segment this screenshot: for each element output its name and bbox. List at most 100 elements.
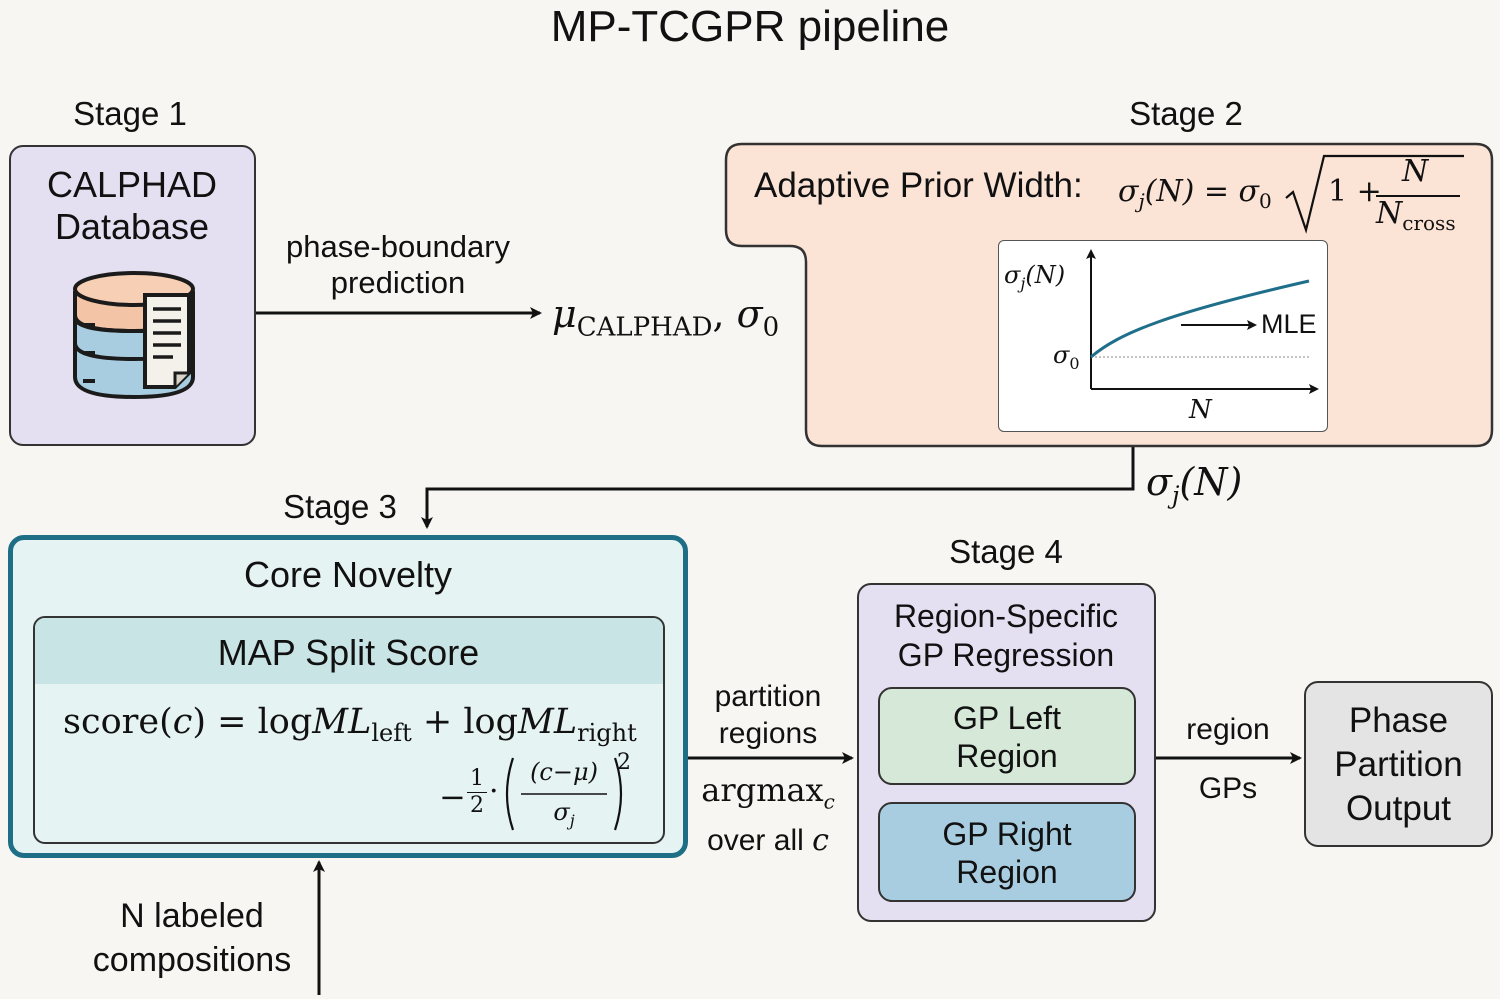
input-line1: N labeled — [120, 897, 264, 935]
stage1-label: Stage 1 — [73, 95, 187, 132]
over-all-c: over all c — [690, 821, 846, 861]
inset-y-label: σj(N) — [1004, 261, 1065, 293]
stage4-heading-line1: Region-Specific — [893, 598, 1119, 634]
edge-label-prediction: prediction — [330, 265, 466, 300]
fml-half: 1 2 — [467, 766, 487, 819]
fml-c: c — [172, 702, 193, 742]
formula-sigma0-sub: 0 — [1259, 189, 1272, 213]
gp-left-line2: Region — [956, 738, 1058, 774]
inset-sigma0-label: σ0 — [1053, 341, 1080, 373]
gp-right-line2: Region — [956, 854, 1058, 890]
fml-half-num: 1 — [470, 766, 484, 791]
stage1-title-line2: Database — [54, 206, 210, 247]
stage3-heading: Core Novelty — [243, 554, 453, 595]
mu-subscript: CALPHAD — [576, 312, 713, 343]
formula-arg: (N) = σ — [1144, 174, 1260, 209]
gp-right-line1: GP Right — [942, 816, 1072, 852]
sqrt-sign — [1285, 154, 1464, 234]
stage4-heading-line2: GP Regression — [897, 637, 1115, 673]
sigma-j-edge-label: σj(N) — [1146, 460, 1242, 510]
fml-score: score( — [63, 702, 173, 742]
fml-ml-left: ML — [312, 702, 372, 742]
inset-sigma0-sub: 0 — [1069, 353, 1080, 373]
mu-symbol: μ — [552, 292, 577, 336]
sigma0-subscript: 0 — [762, 312, 780, 343]
fml-minus: − — [439, 778, 466, 816]
formula-one-plus: 1 + — [1328, 174, 1382, 209]
inset-x-label: N — [1189, 395, 1212, 425]
gp-left-region-box: GP Left Region — [878, 687, 1136, 785]
fml-half-den: 2 — [467, 792, 487, 819]
region-label: region — [1186, 713, 1270, 746]
fml-ml-right-sub: right — [577, 719, 637, 747]
stage1-title-line1: CALPHAD — [46, 164, 218, 205]
stage4-label: Stage 4 — [949, 533, 1063, 570]
formula-den-n: N — [1376, 196, 1403, 231]
inset-sigma0-sigma: σ — [1053, 341, 1070, 369]
argmax-sub: c — [823, 789, 835, 814]
sigma0-symbol: σ — [736, 292, 763, 336]
formula-sigma: σ — [1118, 174, 1139, 209]
input-line2: compositions — [92, 941, 292, 979]
stage4-heading: Region-Specific GP Regression — [859, 597, 1153, 675]
inset-mle-label: MLE — [1261, 309, 1317, 339]
prior-width-inset-plot: σj(N) σ0 N MLE — [998, 240, 1328, 432]
argmax-word: argmax — [701, 771, 824, 809]
map-split-score-box: MAP Split Score score(c) = logMLleft + l… — [33, 616, 665, 844]
argmax-text: argmaxc — [690, 770, 846, 821]
gp-right-region-box: GP Right Region — [878, 802, 1136, 902]
split-score-formula-line1: score(c) = logMLleft + logMLright — [63, 702, 637, 747]
over-all-text: over all — [707, 824, 804, 858]
map-split-score-title: MAP Split Score — [217, 632, 480, 673]
edge23-sub: j — [1171, 481, 1180, 510]
over-all-var: c — [812, 823, 829, 859]
edge23-arg: (N) — [1179, 460, 1243, 504]
stage4-gp-regression-box: Region-Specific GP Regression GP Left Re… — [857, 583, 1156, 922]
inset-y-label-sigma: σ — [1004, 261, 1021, 289]
edge-label-phase-boundary: phase-boundary — [285, 229, 511, 264]
fml-dot: · — [489, 774, 499, 809]
inset-plot-svg — [1086, 249, 1319, 394]
formula-den-sub: cross — [1402, 211, 1456, 235]
formula-numerator: N — [1402, 154, 1429, 189]
inset-prior-curve — [1090, 279, 1310, 359]
formula-sigma-sub: j — [1138, 189, 1145, 213]
diagram-title: MP-TCGPR pipeline — [550, 2, 950, 51]
gps-label: GPs — [1198, 772, 1258, 805]
fml-plus-log: + log — [411, 702, 518, 742]
stage2-label: Stage 2 — [1129, 95, 1243, 132]
inset-y-label-sub: j — [1020, 273, 1026, 293]
database-document-icon — [73, 271, 195, 400]
prior-width-formula-lhs: σj(N) = σ0 — [1118, 174, 1272, 213]
fml-ml-right: ML — [518, 702, 578, 742]
argmax-label: argmaxc over all c — [690, 770, 846, 861]
fml-frac-den-sigma: σ — [553, 798, 570, 826]
gp-left-line1: GP Left — [953, 700, 1061, 736]
labeled-compositions-input: N labeled compositions — [62, 894, 322, 982]
fml-exponent: 2 — [617, 750, 631, 775]
edge23-sigma: σ — [1146, 460, 1172, 504]
fml-frac-num: (c−μ) — [530, 758, 598, 786]
fml-frac-den-sub: j — [569, 810, 575, 830]
output-line1: Phase — [1348, 701, 1449, 740]
arrow-stage2-to-stage3 — [421, 447, 1135, 529]
partition-label-line1: partition — [714, 680, 822, 713]
output-line2: Partition — [1334, 745, 1463, 784]
mu-sigma-separator: , — [712, 292, 737, 336]
fml-big-parens — [505, 757, 623, 831]
fml-ml-left-sub: left — [371, 719, 412, 747]
map-split-score-header — [35, 618, 663, 684]
stage3-label: Stage 3 — [283, 488, 397, 525]
stage3-core-novelty-box: Core Novelty MAP Split Score score(c) = … — [8, 535, 688, 858]
partition-regions-label: partition regions — [690, 678, 846, 752]
prior-output-label: μCALPHAD, σ0 — [552, 292, 779, 343]
fml-frac-den: σj — [519, 798, 609, 830]
phase-partition-output-box: Phase Partition Output — [1304, 681, 1493, 847]
output-line3: Output — [1345, 789, 1452, 828]
inset-y-label-arg: (N) — [1025, 261, 1066, 289]
stage2-heading: Adaptive Prior Width: — [754, 166, 1083, 205]
fml-eq-log: ) = log — [192, 702, 313, 742]
partition-label-line2: regions — [718, 717, 818, 750]
